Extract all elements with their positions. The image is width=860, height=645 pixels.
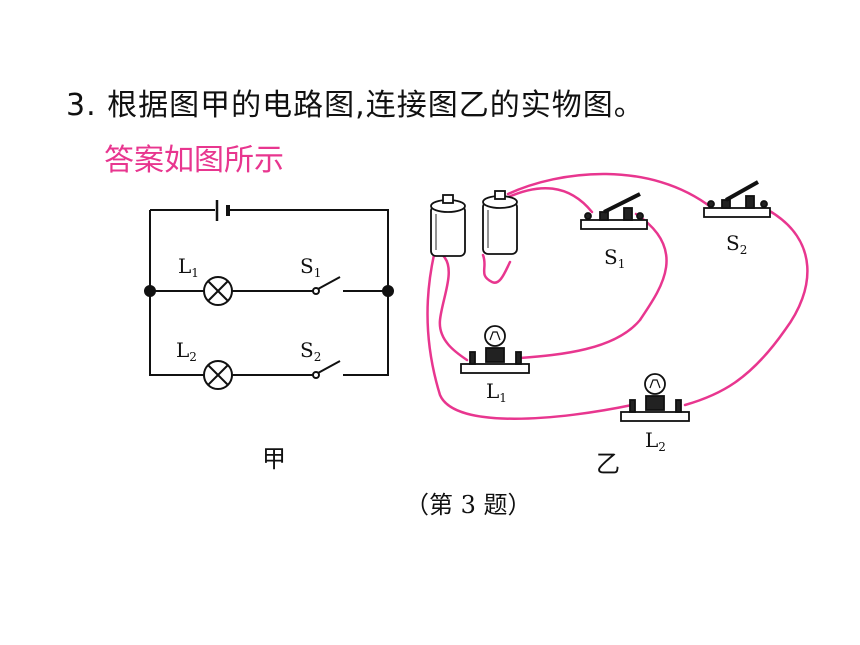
lamp-l1-socket — [485, 347, 505, 363]
lamp-l2-symbol — [203, 360, 233, 390]
cell-right-terminal — [494, 190, 506, 200]
cell-left-terminal — [442, 194, 454, 204]
physical-switch-s2 — [703, 180, 771, 218]
figure-caption: （第 3 题） — [405, 491, 532, 519]
switch-s1-post-left — [599, 211, 609, 221]
label-phys-l1: L1 — [486, 379, 507, 405]
lamp-l1-filament — [489, 331, 501, 341]
switch-s1-terminal-a — [584, 212, 592, 220]
switch-s2-post-left — [721, 199, 731, 209]
switch-s2-symbol — [312, 360, 341, 379]
switch-s2-terminal-b — [760, 200, 768, 208]
caption-yi: 乙 — [596, 450, 620, 478]
lamp-l1-symbol — [203, 276, 233, 306]
battery-cells — [430, 190, 518, 257]
question-body: 根据图甲的电路图,连接图乙的实物图。 — [107, 88, 645, 123]
label-phys-s1: S1 — [604, 245, 625, 271]
switch-s1-symbol — [312, 276, 341, 295]
switch-s1-terminal-b — [636, 212, 644, 220]
question-text: 3. 根据图甲的电路图,连接图乙的实物图。 — [66, 80, 645, 124]
wire-battery-to-s1 — [496, 187, 594, 214]
lamp-l1-terminal-a — [469, 351, 476, 365]
lamp-l2-filament — [649, 379, 661, 389]
switch-s1-base — [580, 219, 648, 230]
label-l1: L1 — [178, 254, 199, 280]
label-l2: L2 — [176, 338, 197, 364]
wire-s2-to-l2 — [683, 208, 809, 407]
circuit-diagram — [144, 200, 394, 390]
switch-s2-blade — [725, 180, 759, 202]
switch-s1-blade — [603, 192, 641, 214]
wire-s1-to-l1 — [518, 212, 668, 360]
physical-switch-s1 — [580, 192, 648, 230]
label-phys-l2: L2 — [645, 428, 666, 454]
answer-text: 答案如图所示 — [104, 143, 284, 178]
label-phys-s2: S2 — [726, 231, 747, 257]
switch-s2-terminal-a — [707, 200, 715, 208]
lamp-l2-socket — [645, 395, 665, 411]
junction-right — [382, 285, 394, 297]
answer-wires — [426, 172, 809, 420]
wire-between-cells — [481, 253, 512, 284]
physical-lamp-l2 — [620, 373, 690, 422]
physical-lamp-l1 — [460, 325, 530, 374]
lamp-l1-terminal-b — [515, 351, 522, 365]
lamp-l2-base — [620, 411, 690, 422]
switch-s2-post-right — [745, 195, 755, 209]
question-number: 3. — [66, 88, 97, 123]
switch-s2-base — [703, 207, 771, 218]
caption-jia: 甲 — [262, 445, 286, 473]
label-s1: S1 — [300, 254, 321, 280]
junction-left — [144, 285, 156, 297]
lamp-l2-terminal-b — [675, 399, 682, 413]
lamp-l1-base — [460, 363, 530, 374]
lamp-l2-terminal-a — [629, 399, 636, 413]
switch-s1-post-right — [623, 207, 633, 221]
label-s2: S2 — [300, 338, 321, 364]
cell-shading — [435, 210, 489, 250]
wire-battery-to-l2 — [426, 204, 634, 420]
wire-battery-to-s2 — [506, 172, 714, 210]
